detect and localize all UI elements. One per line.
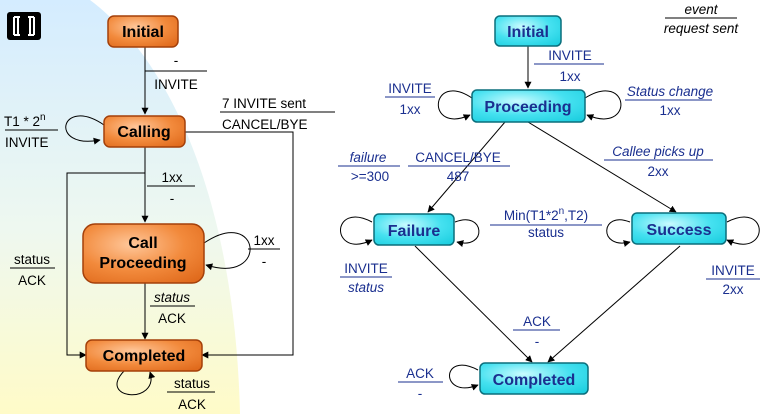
left-label-calling-self-request: INVITE bbox=[5, 135, 49, 150]
right-label-proc-fail-a-event: failure bbox=[350, 150, 387, 165]
right-label-fail-self-request: status bbox=[348, 280, 384, 295]
right-label-proc-fail-b-event: CANCEL/BYE bbox=[415, 150, 501, 165]
left-state-call-proceeding-label-1: Call bbox=[128, 235, 157, 252]
right-state-completed[interactable]: Completed bbox=[479, 362, 589, 395]
right-loop-success bbox=[726, 216, 760, 246]
left-label-calling-completed-request: CANCEL/BYE bbox=[222, 117, 308, 132]
left-label-completed-self-request: ACK bbox=[178, 397, 206, 412]
left-state-completed-label: Completed bbox=[103, 348, 186, 365]
left-state-call-proceeding[interactable]: Call Proceeding bbox=[82, 223, 205, 284]
left-state-calling-label: Calling bbox=[117, 124, 170, 141]
left-state-initial[interactable]: Initial bbox=[107, 15, 179, 48]
right-label-to-completed-request: - bbox=[535, 334, 540, 349]
left-loop-completed bbox=[116, 369, 156, 396]
right-state-initial-label: Initial bbox=[507, 24, 549, 41]
left-label-calling-callproc-request: - bbox=[170, 191, 175, 206]
left-label-callproc-self-request: - bbox=[262, 254, 267, 269]
right-arrow-failure-completed bbox=[414, 245, 533, 363]
left-label-calling-callproc-event: 1xx bbox=[161, 170, 182, 185]
right-label-init-proc-request: 1xx bbox=[559, 69, 580, 84]
right-label-success-self-event: INVITE bbox=[711, 263, 755, 278]
left-arrow-calling-completed-left bbox=[66, 172, 145, 359]
background-region bbox=[0, 0, 240, 414]
right-label-init-proc-event: INVITE bbox=[548, 48, 592, 63]
right-state-proceeding[interactable]: Proceeding bbox=[471, 89, 586, 123]
right-label-proc-self-left-event: INVITE bbox=[388, 81, 432, 96]
left-label-callproc-completed-event: status bbox=[154, 290, 190, 305]
left-state-initial-label: Initial bbox=[122, 24, 164, 41]
left-state-completed[interactable]: Completed bbox=[85, 339, 203, 372]
legend-event: event bbox=[684, 2, 718, 17]
right-state-success[interactable]: Success bbox=[631, 212, 727, 245]
right-label-fail-success-event: Min(T1*2n,T2) bbox=[504, 206, 588, 223]
legend-request: request sent bbox=[664, 21, 740, 36]
right-state-completed-label: Completed bbox=[493, 372, 576, 389]
right-state-proceeding-label: Proceeding bbox=[484, 99, 571, 116]
right-loop-proceeding-left bbox=[437, 90, 473, 121]
left-state-calling[interactable]: Calling bbox=[103, 115, 186, 148]
right-state-failure[interactable]: Failure bbox=[373, 213, 455, 246]
right-label-fail-self-event: INVITE bbox=[344, 261, 388, 276]
left-label-calling-completed-left-event: status bbox=[14, 252, 50, 267]
left-label-calling-self-event: T1 * 2n bbox=[4, 112, 46, 129]
right-loop-failure-success bbox=[454, 219, 480, 247]
right-label-proc-fail-a-request: >=300 bbox=[351, 169, 389, 184]
left-label-completed-self-event: status bbox=[174, 376, 210, 391]
right-loop-completed bbox=[449, 364, 479, 391]
right-arrow-proceeding-success bbox=[527, 121, 677, 213]
left-label-callproc-completed-request: ACK bbox=[158, 311, 186, 326]
right-state-failure-label: Failure bbox=[388, 223, 441, 240]
left-label-callproc-self-event: 1xx bbox=[253, 233, 274, 248]
left-arrow-calling-completed-right bbox=[185, 131, 294, 359]
right-loop-success-failure bbox=[606, 219, 631, 247]
right-label-proc-self-right-event: Status change bbox=[627, 84, 713, 99]
right-label-proc-self-right-request: 1xx bbox=[659, 103, 680, 118]
left-label-calling-completed-left-request: ACK bbox=[18, 273, 46, 288]
left-loop-callproc bbox=[203, 232, 251, 271]
left-loop-calling bbox=[65, 115, 105, 145]
left-label-calling-completed-event: 7 INVITE sent bbox=[222, 96, 306, 111]
right-label-proc-success-request: 2xx bbox=[647, 164, 668, 179]
right-loop-proceeding-right bbox=[584, 90, 622, 121]
right-state-success-label: Success bbox=[647, 222, 712, 239]
left-label-init-calling-request: INVITE bbox=[154, 77, 198, 92]
right-arrow-success-completed bbox=[547, 245, 681, 363]
left-label-init-calling-event: - bbox=[174, 53, 179, 68]
right-label-completed-self-request: - bbox=[418, 386, 423, 401]
right-label-proc-self-left-request: 1xx bbox=[399, 102, 420, 117]
right-arrow-proceeding-failure bbox=[427, 121, 506, 213]
right-label-proc-success-event: Callee picks up bbox=[612, 144, 704, 159]
right-label-proc-fail-b-request: 487 bbox=[447, 169, 470, 184]
right-state-initial[interactable]: Initial bbox=[494, 15, 562, 47]
right-label-success-self-request: 2xx bbox=[722, 282, 743, 297]
dual-bracket-logo-icon bbox=[7, 12, 41, 40]
right-label-to-completed-event: ACK bbox=[523, 314, 551, 329]
left-state-call-proceeding-label-2: Proceeding bbox=[99, 255, 186, 272]
right-label-fail-success-request: status bbox=[528, 225, 564, 240]
right-loop-failure bbox=[340, 216, 373, 246]
right-label-completed-self-event: ACK bbox=[406, 366, 434, 381]
